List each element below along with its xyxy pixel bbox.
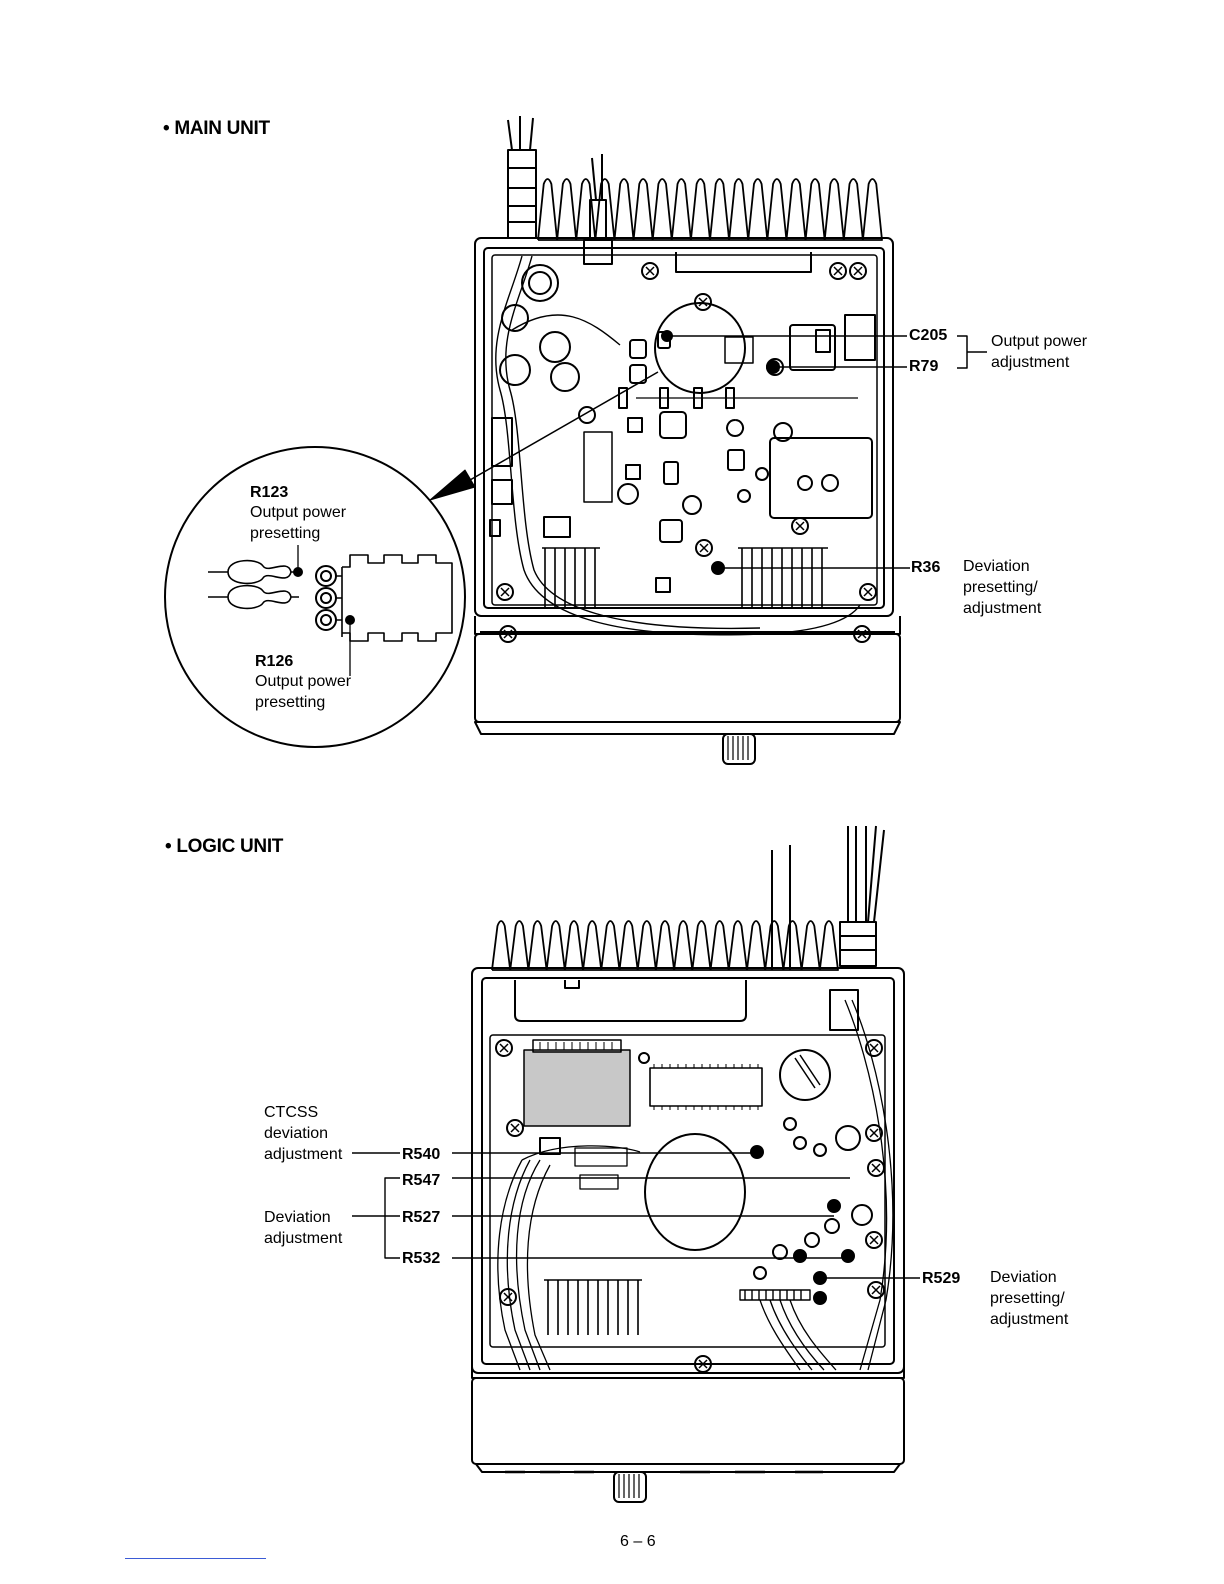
label-r123: R123 — [250, 482, 288, 503]
logic-battery — [780, 1050, 830, 1100]
label-r126-desc: Output power presetting — [255, 671, 351, 713]
label-main-deviation-presetting: Deviation presetting/ adjustment — [963, 556, 1041, 619]
page-number: 6 – 6 — [620, 1531, 656, 1552]
main-coils-right — [738, 548, 828, 608]
logic-speaker-circle — [645, 1134, 745, 1250]
screw-slot — [501, 588, 509, 596]
zoom-resistor-1 — [208, 561, 299, 584]
main-power-cable — [508, 116, 536, 238]
label-r529: R529 — [922, 1268, 960, 1289]
bracket-output-power — [957, 336, 987, 368]
screw-slot — [870, 1044, 878, 1052]
main-front-panel — [475, 634, 900, 722]
label-r532: R532 — [402, 1248, 440, 1269]
main-coils-left — [542, 548, 600, 608]
section-title-logic-unit: • LOGIC UNIT — [165, 836, 283, 857]
footer-rule — [125, 1558, 266, 1559]
main-knob-ridges — [728, 736, 748, 760]
label-c205: C205 — [909, 325, 947, 346]
label-deviation-adjustment: Deviation adjustment — [264, 1207, 342, 1249]
main-screws — [497, 263, 876, 642]
screw-slot — [500, 1044, 508, 1052]
screw-slot — [864, 588, 872, 596]
main-chassis-inner — [484, 248, 884, 608]
bracket-deviation — [352, 1178, 400, 1258]
logic-cables — [772, 826, 884, 970]
label-ctcss-deviation-adjustment: CTCSS deviation adjustment — [264, 1102, 342, 1165]
screw-slot — [699, 298, 707, 306]
logic-heatsink-fins — [492, 921, 838, 970]
screw-slot — [796, 522, 804, 530]
zoom-resistor-2 — [208, 586, 299, 609]
screw-slot — [646, 267, 654, 275]
main-wire-harness — [496, 256, 860, 635]
logic-connector-bottom — [740, 1290, 810, 1300]
main-pcb — [492, 255, 877, 605]
label-r527: R527 — [402, 1207, 440, 1228]
label-r123-desc: Output power presetting — [250, 502, 346, 544]
screw-slot — [511, 1124, 519, 1132]
logic-shaded-module — [524, 1050, 630, 1126]
screw-slot — [700, 544, 708, 552]
screw-slot — [872, 1164, 880, 1172]
screw-slot — [834, 267, 842, 275]
label-r126: R126 — [255, 651, 293, 672]
zoom-arrow — [470, 372, 658, 480]
logic-chassis-outer — [472, 968, 904, 1373]
screw-slot — [854, 267, 862, 275]
zoom-arrow-head — [430, 470, 475, 500]
label-output-power-adjustment: Output power adjustment — [991, 331, 1087, 373]
label-logic-deviation-presetting: Deviation presetting/ adjustment — [990, 1267, 1068, 1330]
label-r36: R36 — [911, 557, 940, 578]
section-title-main-unit: • MAIN UNIT — [163, 118, 270, 139]
logic-coils-left — [544, 1280, 642, 1335]
label-r540: R540 — [402, 1144, 440, 1165]
logic-chassis-inner — [482, 978, 894, 1364]
logic-ic — [650, 1068, 762, 1106]
zoom-ic — [336, 555, 452, 641]
screw-slot — [870, 1236, 878, 1244]
logic-front-panel — [472, 1378, 904, 1464]
screw-slot — [504, 1293, 512, 1301]
label-r79: R79 — [909, 356, 938, 377]
label-r547: R547 — [402, 1170, 440, 1191]
screw-slot — [870, 1129, 878, 1137]
logic-top-channel — [515, 980, 746, 1021]
screw-slot — [872, 1286, 880, 1294]
main-front-lip — [475, 722, 900, 734]
main-front-frame — [475, 616, 900, 634]
